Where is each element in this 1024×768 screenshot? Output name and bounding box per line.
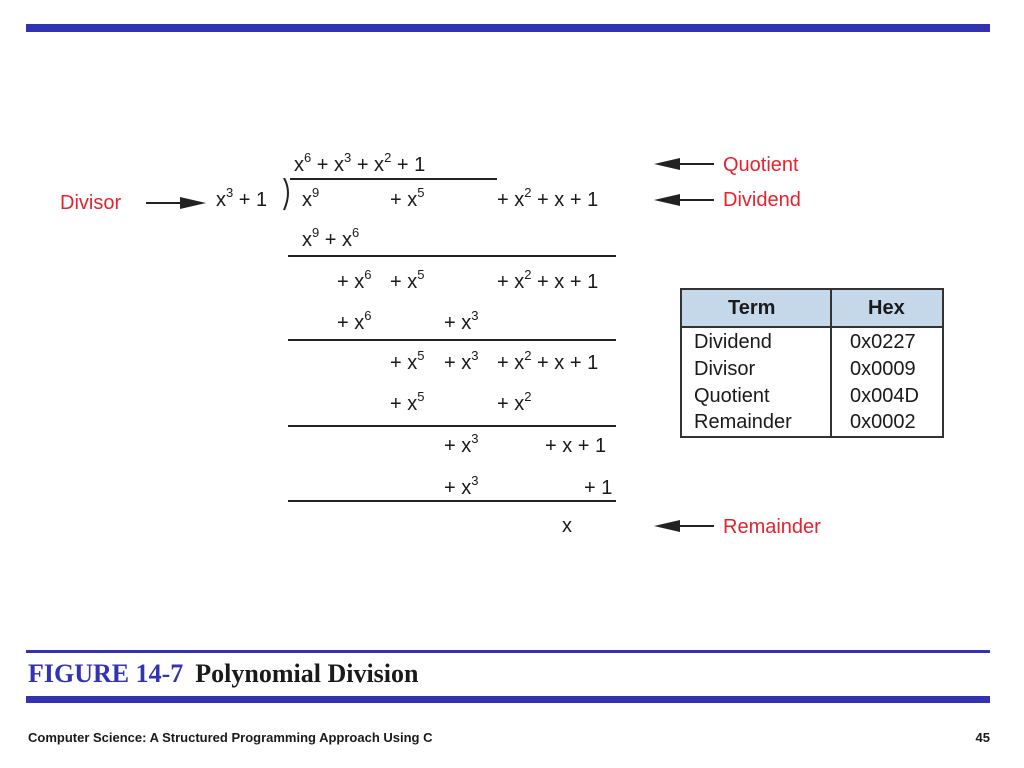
figure-caption: FIGURE 14-7 Polynomial Division [28, 659, 418, 689]
quotient-label: Quotient [723, 154, 799, 176]
partial-1-x6: + x6 [337, 267, 372, 293]
table-row-1-term: Divisor [694, 358, 756, 380]
table-row-2-hex: 0x004D [850, 385, 919, 407]
rule-3 [288, 425, 616, 427]
partial-2-rest: + x2 + x + 1 [497, 348, 599, 374]
dividend-label: Dividend [723, 189, 801, 211]
table-header-row [682, 290, 942, 328]
caption-rule-bottom [26, 696, 990, 703]
table-row-3-term: Remainder [694, 411, 792, 433]
division-bracket [283, 178, 289, 211]
remainder-expression: x [562, 515, 572, 537]
remainder-label: Remainder [723, 516, 821, 538]
subtract-4-one: + 1 [584, 477, 613, 499]
quotient-arrow-icon [654, 158, 714, 170]
dividend-term-rest: + x2 + x + 1 [497, 185, 599, 211]
dividend-term-x9: x9 [302, 185, 320, 211]
rule-4 [288, 500, 616, 502]
subtract-3-x2: + x2 [497, 389, 532, 415]
rule-1 [288, 255, 616, 257]
divisor-label: Divisor [60, 192, 122, 214]
subtract-4-x3: + x3 [444, 473, 479, 499]
division-bar [290, 178, 497, 180]
subtract-2-x6: + x6 [337, 308, 372, 334]
table-header-hex: Hex [868, 297, 905, 319]
footer-book-title: Computer Science: A Structured Programmi… [28, 730, 433, 745]
table-header-term: Term [728, 297, 776, 319]
subtract-1: x9 + x6 [302, 225, 360, 251]
partial-1-rest: + x2 + x + 1 [497, 267, 599, 293]
partial-2-x3: + x3 [444, 348, 479, 374]
divisor-expression: x3 + 1 [216, 185, 268, 211]
table-row-3-hex: 0x0002 [850, 411, 916, 433]
partial-3-rest: + x + 1 [545, 435, 607, 457]
top-rule [26, 24, 990, 32]
term-hex-table: Term Hex Dividend 0x0227 Divisor 0x0009 … [680, 288, 944, 438]
caption-rule-top [26, 650, 990, 653]
divisor-arrow-icon [146, 197, 206, 209]
page-number: 45 [975, 730, 990, 745]
figure-title: Polynomial Division [195, 659, 419, 688]
table-row-0-term: Dividend [694, 331, 772, 353]
table-row-2-term: Quotient [694, 385, 770, 407]
subtract-2-x3: + x3 [444, 308, 479, 334]
table-column-divider [830, 290, 832, 436]
dividend-term-x5: + x5 [390, 185, 425, 211]
partial-3-x3: + x3 [444, 431, 479, 457]
figure-number: FIGURE 14-7 [28, 659, 184, 688]
partial-1-x5: + x5 [390, 267, 425, 293]
rule-2 [288, 339, 616, 341]
quotient-expression: x6 + x3 + x2 + 1 [294, 150, 426, 176]
remainder-arrow-icon [654, 520, 714, 532]
subtract-3-x5: + x5 [390, 389, 425, 415]
table-row-1-hex: 0x0009 [850, 358, 916, 380]
partial-2-x5: + x5 [390, 348, 425, 374]
dividend-arrow-icon [654, 194, 714, 206]
table-row-0-hex: 0x0227 [850, 331, 916, 353]
